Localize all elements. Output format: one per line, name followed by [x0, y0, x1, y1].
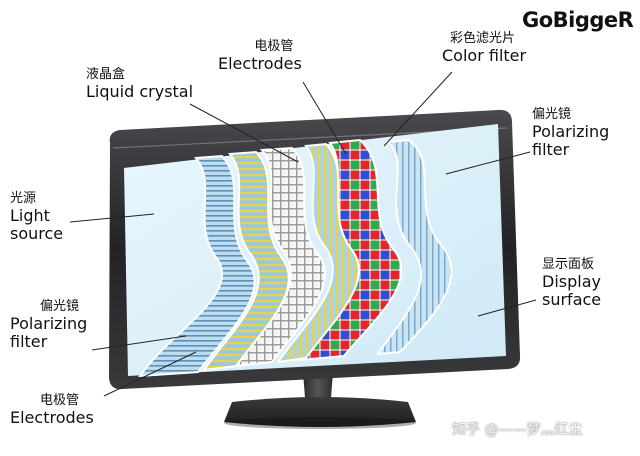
label-electrodes-top: 电极管 Electrodes — [218, 39, 302, 73]
electrodes-vertical — [275, 142, 360, 364]
leader-electrodes-bottom — [103, 351, 197, 397]
leader-light-source — [69, 213, 155, 223]
watermark: 知乎 @——梦灬红尘 — [452, 422, 583, 438]
stand-base — [224, 397, 416, 427]
leader-polarizing-left — [91, 335, 187, 351]
leader-liquid-crystal — [189, 103, 299, 163]
leader-electrodes-top — [302, 81, 347, 155]
polarizer-left — [138, 154, 256, 378]
label-color-filter: 彩色滤光片 Color filter — [442, 31, 527, 65]
electrodes-horizontal — [201, 150, 290, 372]
label-polarizing-left: 偏光镜 Polarizing filter — [10, 299, 88, 352]
label-light-source: 光源 Light source — [10, 191, 64, 244]
label-liquid-crystal: 液晶盒 Liquid crystal — [86, 67, 194, 101]
leader-color-filter — [383, 71, 453, 147]
label-display-surface: 显示面板 Display surface — [542, 257, 602, 310]
label-electrodes-bottom: 电极管 Electrodes — [10, 393, 94, 427]
leader-polarizing-right — [445, 151, 531, 175]
leader-display — [477, 299, 537, 317]
polarizer-right — [376, 138, 453, 356]
brand-logo: GoBiggeR — [522, 8, 634, 32]
label-polarizing-right: 偏光镜 Polarizing filter — [532, 107, 610, 160]
